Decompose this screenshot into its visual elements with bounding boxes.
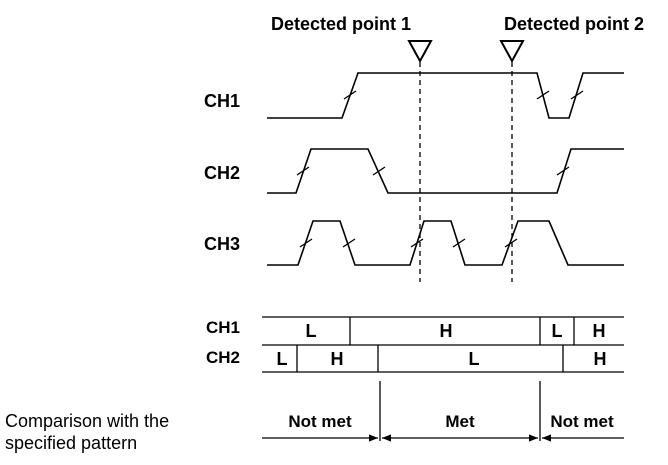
- ch3-waveform: [267, 220, 624, 266]
- state-cell: H: [331, 349, 344, 369]
- detected-point-1-triangle-icon: [407, 40, 433, 64]
- channel-label-ch2: CH2: [204, 163, 240, 183]
- state-table-grid: [262, 316, 624, 373]
- ch3-threshold-ticks: [299, 238, 518, 248]
- comparison-segment-not-met-right: Not met: [550, 412, 614, 431]
- state-cell: L: [277, 349, 288, 369]
- state-row-label-ch1: CH1: [206, 318, 240, 337]
- comparison-segment-met: Met: [445, 412, 475, 431]
- comparison-label-line1: Comparison with the: [5, 411, 169, 431]
- comparison-boundaries: [379, 381, 541, 441]
- state-cell: H: [440, 321, 453, 341]
- state-cell: L: [552, 321, 563, 341]
- comparison-label-line2: specified pattern: [5, 433, 137, 453]
- detected-point-2-label: Detected point 2: [504, 14, 644, 34]
- state-cell: H: [593, 321, 606, 341]
- ch2-threshold-ticks: [296, 166, 570, 176]
- state-row-label-ch2: CH2: [206, 348, 240, 367]
- state-cell: L: [306, 321, 317, 341]
- comparison-segment-not-met-left: Not met: [288, 412, 352, 431]
- state-cell: H: [594, 349, 607, 369]
- state-cell: L: [469, 349, 480, 369]
- detected-point-1-label: Detected point 1: [271, 14, 411, 34]
- channel-label-ch3: CH3: [204, 234, 240, 254]
- ch1-waveform: [267, 72, 624, 119]
- ch1-threshold-ticks: [343, 90, 584, 100]
- channel-label-ch1: CH1: [204, 91, 240, 111]
- detected-point-2-triangle-icon: [499, 40, 525, 64]
- ch2-waveform: [267, 148, 624, 194]
